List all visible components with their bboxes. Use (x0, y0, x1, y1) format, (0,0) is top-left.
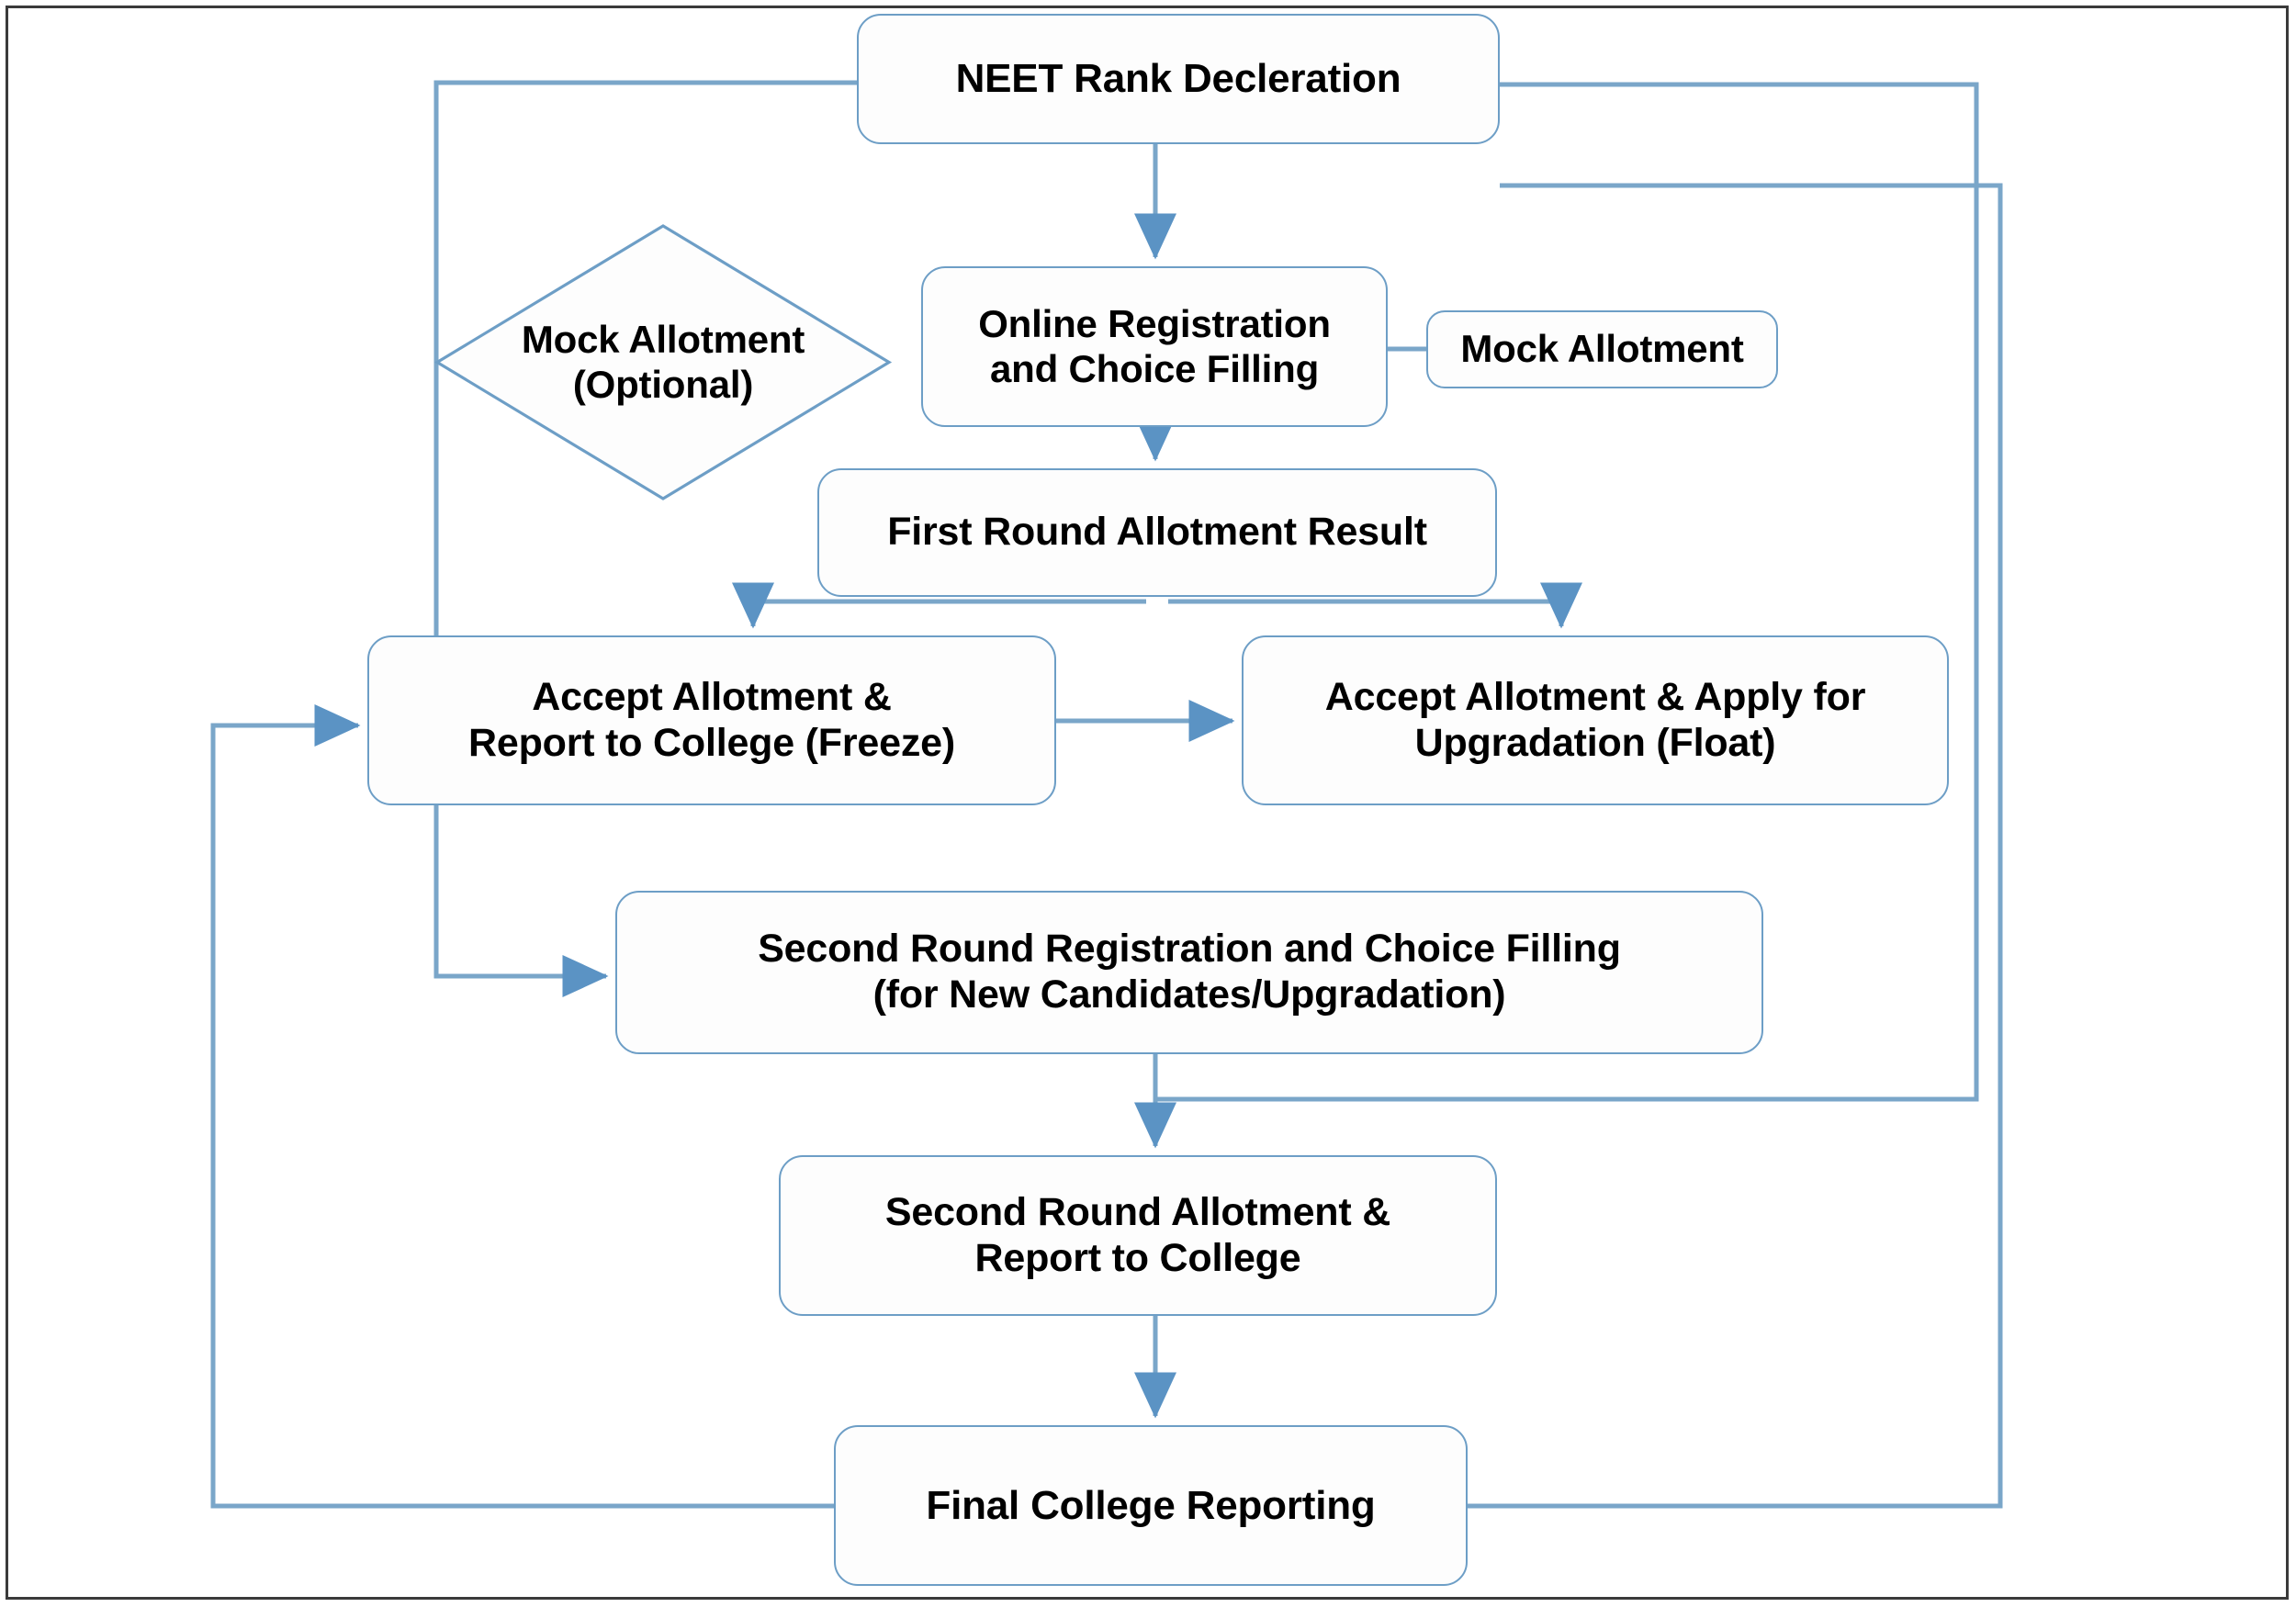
node-final-college-reporting[interactable]: Final College Reporting (834, 1425, 1468, 1586)
diamond-shape (433, 224, 893, 500)
node-label: Second Round Registration and Choice Fil… (758, 927, 1621, 1017)
node-mock-allotment-optional[interactable]: Mock Allotment (Optional) (433, 222, 893, 502)
node-label: Accept Allotment & Report to College (Fr… (468, 674, 955, 765)
connector-first-round-to-freeze (732, 582, 1146, 629)
node-label: Online Registration and Choice Filling (978, 301, 1331, 390)
connector-neet-left-to-second-round (433, 80, 857, 997)
connector-second-round-right-loop (1155, 82, 1979, 1102)
connector-first-round-to-float (1168, 582, 1582, 629)
node-online-registration-choice-filling[interactable]: Online Registration and Choice Filling (921, 266, 1388, 427)
node-neet-rank-declaration[interactable]: NEET Rank Decleration (857, 14, 1500, 144)
node-label: Accept Allotment & Apply for Upgradation… (1324, 674, 1866, 765)
node-second-round-allotment[interactable]: Second Round Allotment & Report to Colle… (779, 1155, 1497, 1316)
node-label: First Round Allotment Result (887, 510, 1427, 555)
node-second-round-registration[interactable]: Second Round Registration and Choice Fil… (615, 891, 1763, 1054)
node-label: Second Round Allotment & Report to Colle… (884, 1189, 1391, 1280)
connector-final-right-loop (1468, 183, 2003, 1509)
node-label: Final College Reporting (926, 1482, 1376, 1528)
node-label: NEET Rank Decleration (955, 56, 1401, 102)
node-first-round-allotment-result[interactable]: First Round Allotment Result (817, 468, 1497, 597)
node-mock-allotment[interactable]: Mock Allotment (1426, 310, 1778, 388)
node-accept-allotment-float[interactable]: Accept Allotment & Apply for Upgradation… (1242, 635, 1949, 805)
node-label: Mock Allotment (Optional) (521, 317, 805, 406)
node-label: Mock Allotment (1460, 327, 1744, 371)
node-accept-allotment-freeze[interactable]: Accept Allotment & Report to College (Fr… (367, 635, 1056, 805)
connector-final-left-loop-to-freeze (210, 704, 834, 1509)
